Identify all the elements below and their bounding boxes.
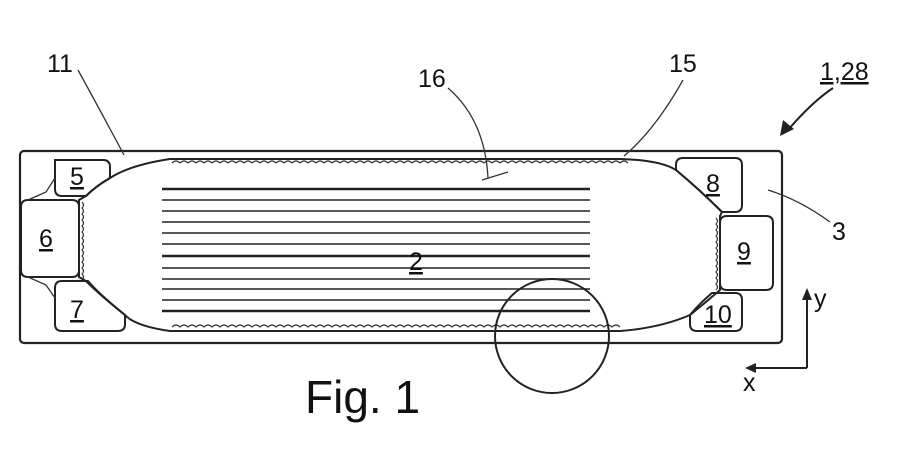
ref-16: 16 — [418, 65, 446, 93]
ref-5: 5 — [70, 163, 84, 191]
ref-11: 11 — [47, 50, 73, 78]
ref-6: 6 — [39, 225, 53, 253]
seal-bead-bottom — [172, 325, 620, 327]
leader-11 — [78, 70, 124, 155]
flow-channels — [162, 189, 590, 311]
seal-bead-top — [172, 161, 628, 163]
bead-right-wave — [716, 218, 718, 290]
ref-10: 10 — [704, 301, 732, 329]
bead-left-wave — [82, 202, 84, 280]
bead-top-wave — [172, 161, 628, 163]
ref-15: 15 — [669, 50, 697, 78]
arrow-1-28-head — [780, 120, 794, 136]
bead-bottom-wave — [172, 325, 620, 327]
seal-bead-left — [82, 202, 84, 280]
y-axis-arrowhead — [802, 288, 812, 300]
ref-8: 8 — [706, 170, 720, 198]
outer-plate — [20, 151, 782, 343]
seal-bead-right — [716, 218, 718, 290]
leader-15 — [624, 80, 683, 156]
leader-16 — [448, 88, 488, 178]
arrow-1-28-shaft — [788, 88, 833, 130]
figure-caption: Fig. 1 — [305, 371, 420, 423]
ref-2: 2 — [409, 248, 423, 276]
axis-x-label: x — [743, 369, 756, 397]
ref-7: 7 — [70, 296, 84, 324]
ref-9: 9 — [737, 238, 751, 266]
leader-16-arrow — [482, 172, 508, 180]
detail-circle — [495, 279, 609, 393]
flow-field-boundary — [79, 159, 722, 331]
left-neck-top — [28, 178, 55, 200]
ref-1-28: 1,28 — [820, 58, 869, 86]
axis-y-label: y — [814, 285, 827, 313]
leader-3 — [768, 190, 830, 222]
left-neck-bottom — [28, 277, 55, 298]
ref-3: 3 — [832, 218, 846, 246]
